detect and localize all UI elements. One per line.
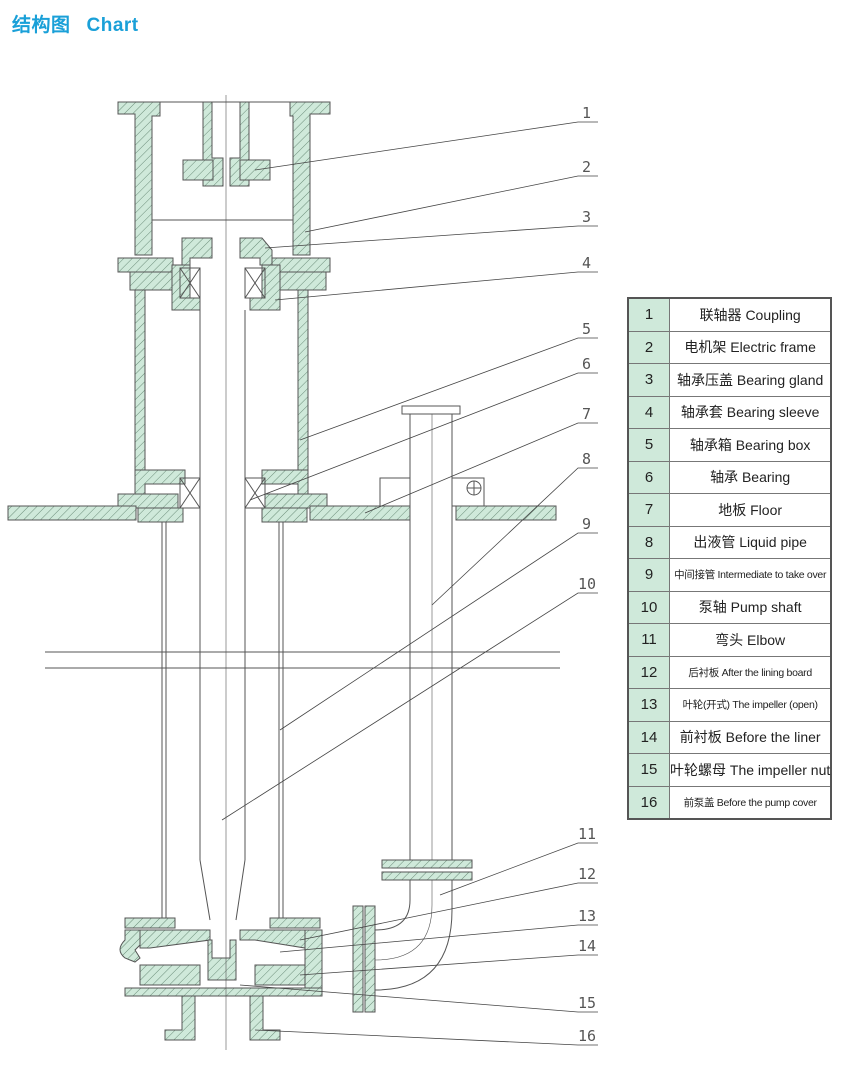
part-number: 15 (627, 753, 670, 787)
part-number: 16 (627, 785, 670, 820)
callout-2: 2 (582, 158, 591, 176)
callout-9: 9 (582, 515, 591, 533)
part-label: 轴承 Bearing (669, 460, 832, 494)
part-label: 叶轮螺母 The impeller nut (669, 753, 832, 787)
part-label: 电机架 Electric frame (669, 330, 832, 364)
part-label: 后衬板 After the lining board (669, 655, 832, 689)
part-label: 轴承箱 Bearing box (669, 428, 832, 462)
callout-12: 12 (578, 865, 596, 883)
bearing-box (134, 289, 309, 496)
title-chinese: 结构图 (12, 14, 71, 36)
part-number: 9 (627, 558, 670, 592)
impeller-nut (207, 939, 237, 981)
part-label: 联轴器 Coupling (669, 297, 832, 332)
part-number: 13 (627, 688, 670, 722)
callout-11: 11 (578, 825, 596, 843)
callout-8: 8 (582, 450, 591, 468)
part-number: 10 (627, 590, 670, 624)
electric-frame (117, 101, 331, 291)
callout-5: 5 (582, 320, 591, 338)
part-number: 4 (627, 395, 670, 429)
front-pump-cover (164, 995, 281, 1041)
part-label: 前泵盖 Before the pump cover (669, 785, 832, 820)
leader-lines (221, 121, 598, 1046)
part-number: 7 (627, 493, 670, 527)
callout-13: 13 (578, 907, 596, 925)
part-label: 地板 Floor (669, 493, 832, 527)
shaft-and-pipes (45, 95, 560, 1050)
part-number: 8 (627, 525, 670, 559)
part-number: 12 (627, 655, 670, 689)
part-label: 轴承套 Bearing sleeve (669, 395, 832, 429)
part-number: 11 (627, 623, 670, 657)
part-label: 前衬板 Before the liner (669, 720, 832, 754)
bearing-symbols (179, 267, 266, 509)
part-number: 5 (627, 428, 670, 462)
part-number: 14 (627, 720, 670, 754)
part-label: 出液管 Liquid pipe (669, 525, 832, 559)
floor-plate (7, 505, 557, 521)
callout-1: 1 (582, 104, 591, 122)
part-number: 6 (627, 460, 670, 494)
coupling (182, 101, 271, 187)
part-number: 1 (627, 297, 670, 332)
part-label: 中间接管 Intermediate to take over (669, 558, 832, 592)
part-label: 叶轮(开式) The impeller (open) (669, 688, 832, 722)
part-label: 轴承压盖 Bearing gland (669, 363, 832, 397)
callout-numbers: 1 2 3 4 5 6 7 8 9 10 11 12 13 14 15 16 (578, 104, 596, 1045)
callout-10: 10 (578, 575, 596, 593)
part-label: 泵轴 Pump shaft (669, 590, 832, 624)
callout-4: 4 (582, 254, 591, 272)
callout-16: 16 (578, 1027, 596, 1045)
elbow-flange (352, 859, 473, 1013)
callout-15: 15 (578, 994, 596, 1012)
callout-14: 14 (578, 937, 596, 955)
part-label: 弯头 Elbow (669, 623, 832, 657)
part-number: 3 (627, 363, 670, 397)
callout-7: 7 (582, 405, 591, 423)
page-title: 结构图 Chart (12, 10, 139, 37)
part-number: 2 (627, 330, 670, 364)
bearing-gland (181, 237, 273, 266)
title-english: Chart (86, 15, 139, 36)
callout-3: 3 (582, 208, 591, 226)
callout-6: 6 (582, 355, 591, 373)
bearing-lower-housing (117, 493, 328, 523)
pump-casing (119, 917, 323, 997)
